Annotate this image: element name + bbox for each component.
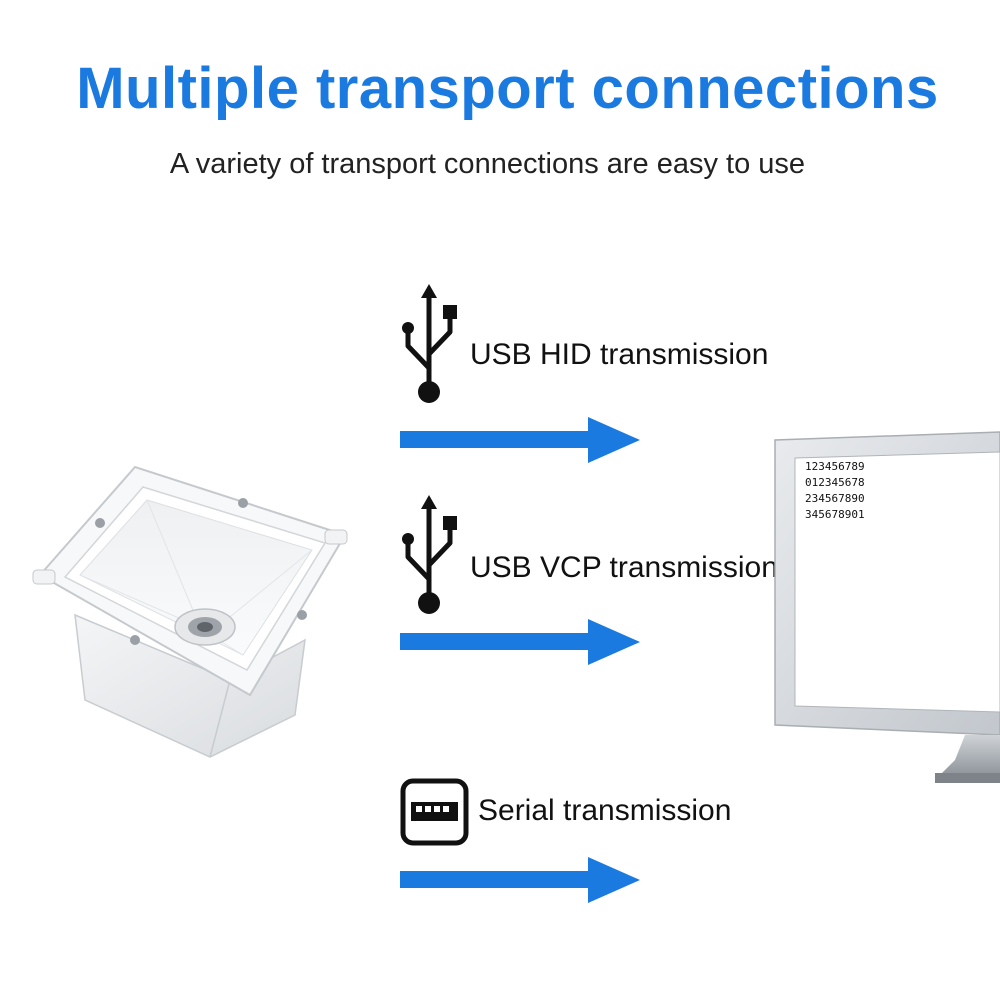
usb-icon (402, 495, 457, 614)
monitor-screen-output: 123456789 012345678 234567890 345678901 (805, 459, 865, 523)
serial-label: Serial transmission (478, 794, 732, 827)
usb-vcp-label: USB VCP transmission (470, 551, 778, 584)
arrow-usb-hid (400, 417, 640, 463)
usb-icon (402, 284, 457, 403)
scanner-device-image (32, 465, 348, 758)
screen-line: 123456789 (805, 460, 865, 473)
page-title: Multiple transport connections (76, 56, 939, 121)
screen-line: 234567890 (805, 492, 865, 505)
serial-port-icon (400, 778, 469, 846)
usb-hid-label: USB HID transmission (470, 338, 769, 371)
page-subtitle: A variety of transport connections are e… (169, 148, 806, 180)
screen-line: 345678901 (805, 508, 865, 521)
arrow-usb-vcp (400, 619, 640, 665)
screen-line: 012345678 (805, 476, 865, 489)
monitor-image (774, 431, 1000, 783)
arrow-serial (400, 857, 640, 903)
